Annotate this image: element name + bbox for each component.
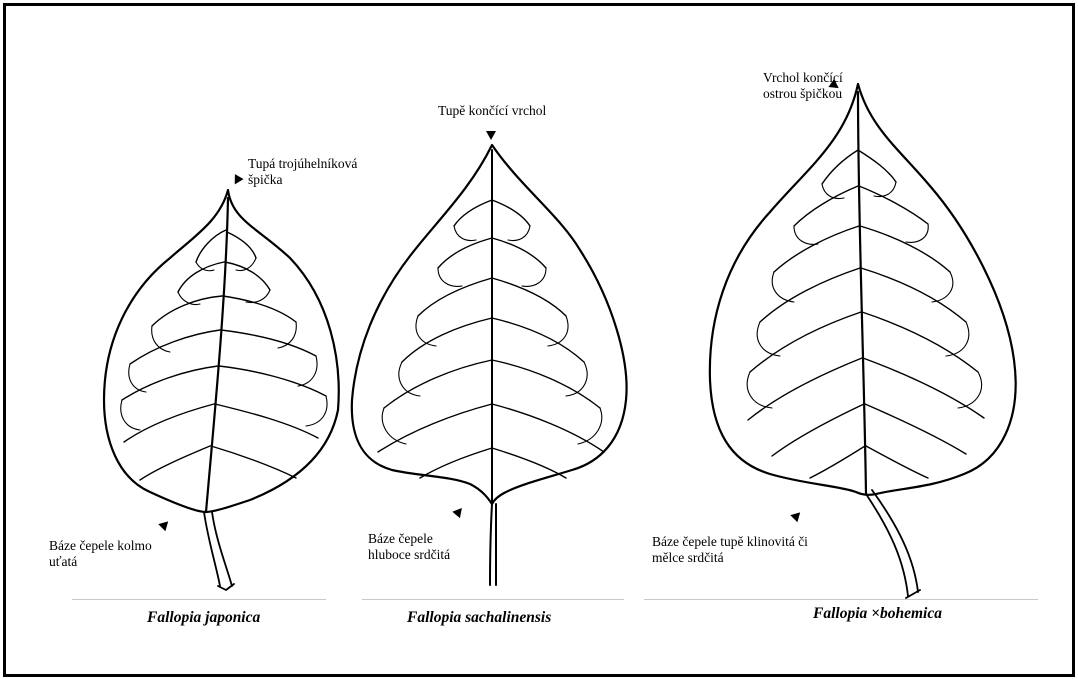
japonica-base-label: Báze čepele kolmo uťatá — [49, 538, 152, 570]
leaf-bohemica-drawing — [710, 84, 1016, 598]
leaf-japonica-drawing — [104, 190, 339, 590]
japonica-caption-rule — [72, 599, 326, 600]
bohemica-species-caption: Fallopia ×bohemica — [813, 605, 942, 623]
sachalinensis-species-caption: Fallopia sachalinensis — [407, 609, 551, 627]
bohemica-caption-rule — [644, 599, 1038, 600]
arrow-sachalinensis-apex — [486, 131, 496, 140]
sachalinensis-caption-rule — [362, 599, 624, 600]
sachalinensis-base-label: Báze čepele hluboce srdčitá — [368, 531, 450, 563]
sachalinensis-apex-label: Tupě končící vrchol — [438, 103, 546, 119]
bohemica-apex-label: Vrchol končící ostrou špičkou — [763, 70, 843, 102]
japonica-apex-label: Tupá trojúhelníková špička — [248, 156, 357, 188]
japonica-species-caption: Fallopia japonica — [147, 609, 260, 627]
bohemica-base-label: Báze čepele tupě klinovitá či mělce srdč… — [652, 534, 808, 566]
leaf-sachalinensis-drawing — [352, 145, 627, 585]
